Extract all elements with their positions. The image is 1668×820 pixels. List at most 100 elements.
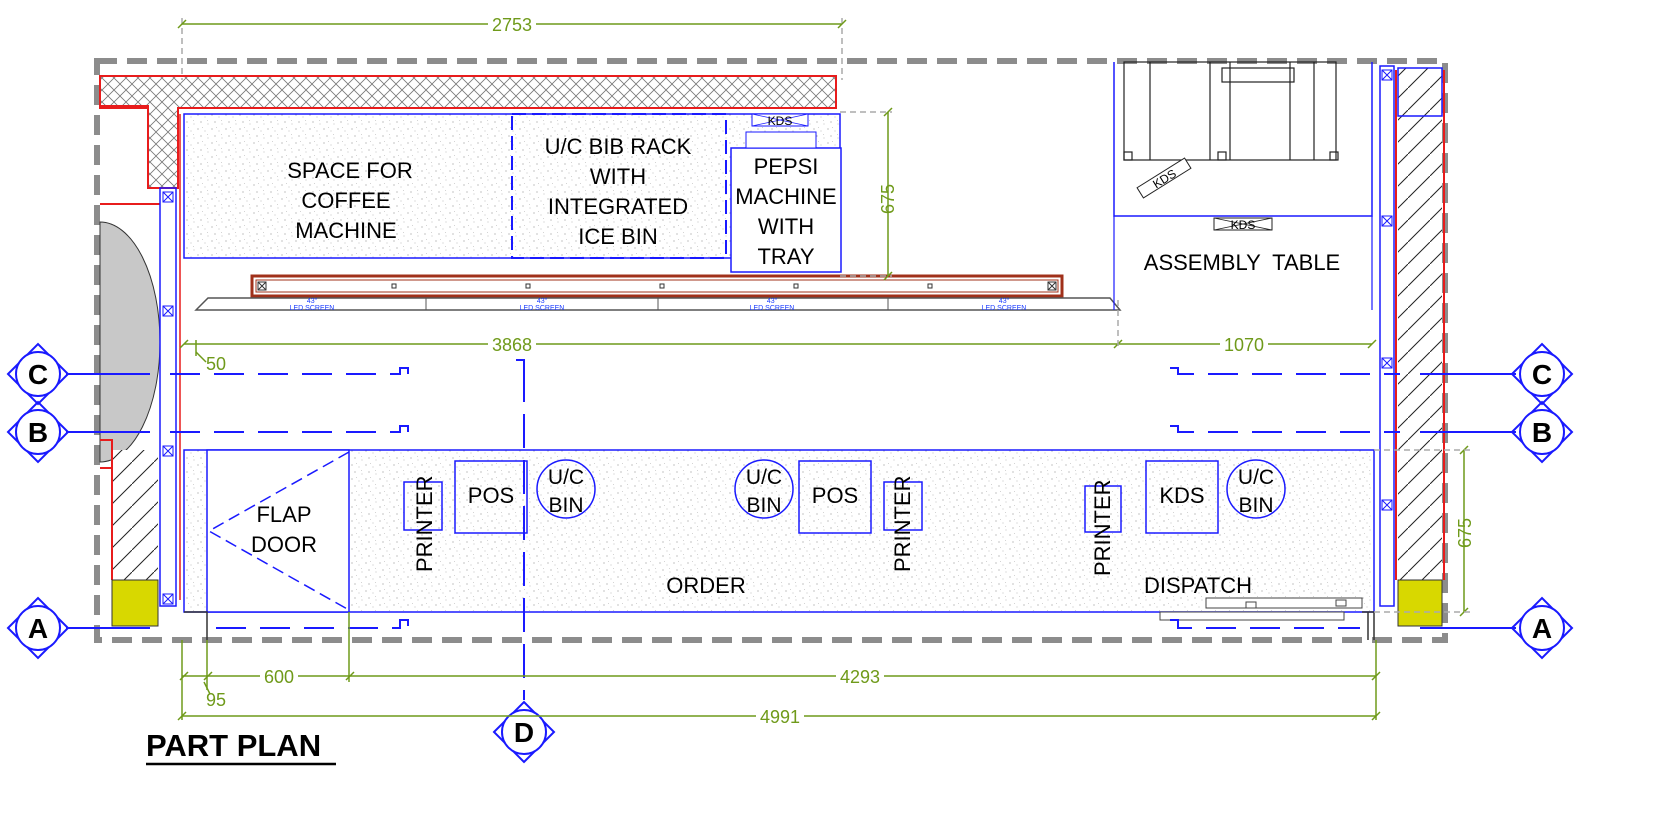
uc-bin-3-line-1: U/C <box>1238 466 1274 489</box>
printer-3-label: PRINTER <box>1090 479 1115 576</box>
pos-1-box <box>454 460 528 534</box>
kds-assembly-label: KDS <box>1231 218 1256 232</box>
pepsi-machine-box <box>730 147 842 273</box>
section-c-left: C <box>6 342 70 406</box>
section-c-right-label: C <box>1532 359 1552 390</box>
right-rail-marks <box>1381 69 1393 511</box>
led-label-2: LED SCREEN <box>520 305 565 312</box>
led-screen-rail-inner <box>255 279 1059 293</box>
printer-1-box <box>403 481 443 531</box>
coffee-line-2: COFFEE <box>301 188 390 213</box>
bib-line-2: WITH <box>590 164 646 189</box>
pos-2-label: POS <box>812 483 858 508</box>
flap-line-2: DOOR <box>251 532 317 557</box>
dim-front: 4293 <box>840 667 880 687</box>
assembly-area <box>1113 61 1373 310</box>
dimension-texts: 2753 675 3868 1070 50 675 600 4293 4991 … <box>206 14 1475 727</box>
section-b-left-label: B <box>28 417 48 448</box>
pepsi-line-1: PEPSI <box>754 154 819 179</box>
dim-counter-depth-bottom: 675 <box>1455 518 1475 548</box>
led-size-2: 43" <box>537 298 548 305</box>
uc-bin-3-line-2: BIN <box>1238 494 1273 517</box>
left-red-jamb <box>100 439 113 580</box>
bib-line-3: INTEGRATED <box>548 194 688 219</box>
dim-total: 4991 <box>760 707 800 727</box>
bib-line-1: U/C BIB RACK <box>545 134 692 159</box>
led-label-4: LED SCREEN <box>982 305 1027 312</box>
section-lines <box>66 359 1516 700</box>
coffee-line-1: SPACE FOR <box>287 158 413 183</box>
led-rail-marks <box>257 281 1057 291</box>
printer-2-label: PRINTER <box>890 475 915 572</box>
dim-run-left: 3868 <box>492 335 532 355</box>
pos-2-box <box>798 460 872 534</box>
uc-bin-1 <box>536 459 596 519</box>
front-counter <box>183 449 1375 613</box>
led-size-4: 43" <box>999 298 1010 305</box>
dim-flap: 600 <box>264 667 294 687</box>
uc-bin-1-line-1: U/C <box>548 466 584 489</box>
section-a-left: A <box>6 596 70 660</box>
led-label-1: LED SCREEN <box>290 305 335 312</box>
printer-1-label: PRINTER <box>412 475 437 572</box>
dim-offset-bottom: 95 <box>206 690 226 710</box>
flap-door-box <box>206 449 350 613</box>
dim-counter-depth-top: 675 <box>878 184 898 214</box>
kds-dispatch-box <box>1145 460 1219 534</box>
assembly-table-label: ASSEMBLY TABLE <box>1144 250 1340 275</box>
left-rail-marks <box>162 191 174 605</box>
plan-title: PART PLAN <box>146 728 321 763</box>
bib-rack-label: U/C BIB RACK WITH INTEGRATED ICE BIN <box>545 134 692 249</box>
door-swing <box>99 221 161 463</box>
right-red-lines <box>1395 70 1445 580</box>
printer-2-box <box>883 481 923 531</box>
bib-line-4: ICE BIN <box>578 224 657 249</box>
printer-3-box <box>1084 485 1122 533</box>
left-column <box>111 579 159 627</box>
order-label: ORDER <box>666 573 745 598</box>
section-b-right: B <box>1510 400 1574 464</box>
kds-dispatch-label: KDS <box>1159 483 1204 508</box>
uc-bin-1-line-2: BIN <box>548 494 583 517</box>
section-a-left-label: A <box>28 613 48 644</box>
dispatch-label: DISPATCH <box>1144 573 1252 598</box>
uc-bin-2-line-2: BIN <box>746 494 781 517</box>
dimension-lines <box>177 18 1470 721</box>
section-b-right-label: B <box>1532 417 1552 448</box>
pepsi-line-3: WITH <box>758 214 814 239</box>
section-c-left-label: C <box>28 359 48 390</box>
uc-bin-3 <box>1226 459 1286 519</box>
right-hatch-wall <box>1398 116 1442 580</box>
bib-rack-box <box>511 113 727 259</box>
pepsi-line-2: MACHINE <box>735 184 836 209</box>
led-label-3: LED SCREEN <box>750 305 795 312</box>
section-c-right: C <box>1510 342 1574 406</box>
coffee-label: SPACE FOR COFFEE MACHINE <box>287 158 413 243</box>
right-top-block <box>1397 67 1443 117</box>
dim-run-right: 1070 <box>1224 335 1264 355</box>
dim-offset-left: 50 <box>206 354 226 374</box>
right-rail <box>1379 65 1395 607</box>
flap-line-1: FLAP <box>256 502 311 527</box>
section-d: D <box>492 700 556 764</box>
pepsi-tray <box>745 131 817 149</box>
left-hatch-wall <box>112 450 158 580</box>
dim-top-width: 2753 <box>492 15 532 35</box>
kds-assembly: KDS <box>1213 217 1273 232</box>
uc-bin-2-line-1: U/C <box>746 466 782 489</box>
led-size-1: 43" <box>307 298 318 305</box>
pepsi-line-4: TRAY <box>757 244 814 269</box>
kds-top-label: KDS <box>768 114 793 128</box>
section-a-right-label: A <box>1532 613 1552 644</box>
left-rail <box>159 187 177 607</box>
led-screen-rail <box>250 274 1064 298</box>
kds-top: KDS <box>751 113 809 128</box>
top-wall-hatch <box>99 75 837 189</box>
kds-assembly-angled: KDS <box>1136 157 1192 199</box>
uc-bin-2 <box>734 459 794 519</box>
section-b-left: B <box>6 400 70 464</box>
left-wall-red <box>100 105 160 205</box>
led-screen-labels: 43" LED SCREEN 43" LED SCREEN 43" LED SC… <box>290 298 1027 312</box>
pepsi-label: PEPSI MACHINE WITH TRAY <box>735 154 836 269</box>
